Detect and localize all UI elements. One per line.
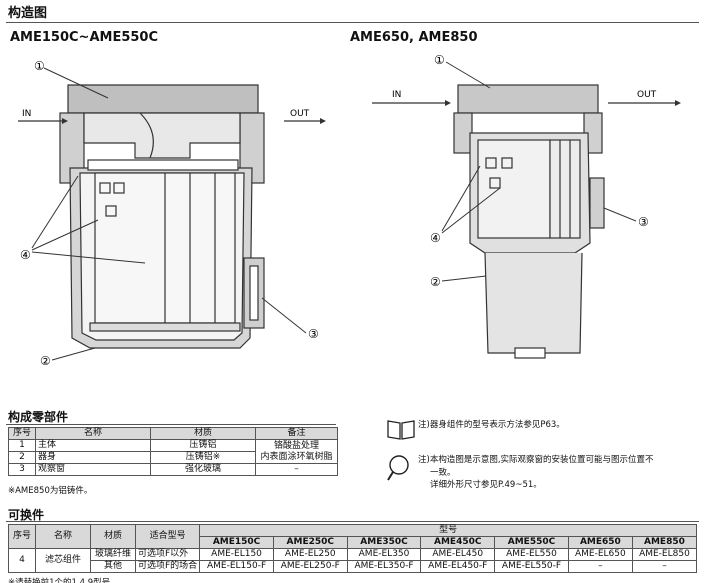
note-2-line-2: 一致。 [430, 468, 456, 478]
parts-h-remark: 备注 [255, 427, 338, 440]
replace-table: 序号 名称 材质 适合型号 型号 AME150C AME250C AME350C… [8, 524, 698, 573]
right-callout-1: ① [434, 53, 445, 67]
page-title: 构造图 [8, 6, 48, 21]
table-row: 1 主体 压铸铝 铬酸盐处理 内表面涂环氧树脂 [8, 439, 338, 464]
right-callout-2: ② [430, 275, 441, 289]
left-in-label: IN [22, 109, 31, 119]
left-callout-3: ③ [308, 327, 319, 341]
left-callout-2: ② [40, 354, 51, 368]
title-rule [6, 22, 699, 23]
parts-section-title: 构成零部件 [8, 410, 69, 424]
right-out-label: OUT [637, 90, 657, 100]
replace-h-name: 名称 [35, 524, 91, 549]
parts-h-name: 名称 [35, 427, 151, 440]
table-row: 3 观察窗 强化玻璃 – [8, 463, 338, 476]
parts-footnote: ※AME850为铝铸件。 [8, 486, 93, 496]
replace-footnote-cut: ※请替换前1个的1.4.9型号 [8, 578, 111, 583]
parts-table: 序号 名称 材质 备注 1 主体 压铸铝 铬酸盐处理 内表面涂环氧树脂 2 器身… [8, 427, 338, 476]
replace-rule [6, 521, 699, 522]
parts-remark-merged: 铬酸盐处理 内表面涂环氧树脂 [255, 439, 338, 464]
left-callout-1: ① [34, 59, 45, 73]
magnifier-icon [387, 455, 409, 481]
right-callout-3: ③ [638, 215, 649, 229]
left-out-label: OUT [290, 109, 310, 119]
replace-h-model: 型号 [199, 524, 697, 537]
replace-h-material: 材质 [90, 524, 136, 549]
note-2-line-1: 注)本构造图是示意图,实际观察窗的安装位置可能与图示位置不 [418, 455, 654, 465]
left-cross-section-diagram: IN OUT ① ④ ② ③ [18, 59, 326, 368]
parts-h-no: 序号 [8, 427, 36, 440]
left-callout-4: ④ [20, 248, 31, 262]
right-callout-4: ④ [430, 231, 441, 245]
note-1: 注)器身组件的型号表示方法参见P63。 [418, 420, 565, 430]
model-left-heading: AME150C~AME550C [10, 30, 159, 45]
parts-h-material: 材质 [150, 427, 256, 440]
parts-rule [6, 424, 336, 425]
replace-h-no: 序号 [8, 524, 36, 549]
replace-section-title: 可换件 [8, 508, 45, 522]
right-in-label: IN [392, 90, 401, 100]
note-2-line-3: 详细外形尺寸参见P.49~51。 [430, 480, 542, 490]
right-cross-section-diagram: IN OUT ① ④ ② ③ [372, 53, 681, 359]
book-icon [387, 420, 415, 440]
parts-header-row: 序号 名称 材质 备注 [8, 427, 338, 440]
replace-h-fit: 适合型号 [134, 524, 201, 549]
model-right-heading: AME650, AME850 [350, 30, 478, 45]
table-row: 其他 可选项F的场合 AME-EL150-F AME-EL250-F AME-E… [9, 560, 698, 573]
table-row: 4 滤芯组件 玻璃纤维 可选项F以外 AME-EL150 AME-EL250 A… [8, 548, 698, 573]
